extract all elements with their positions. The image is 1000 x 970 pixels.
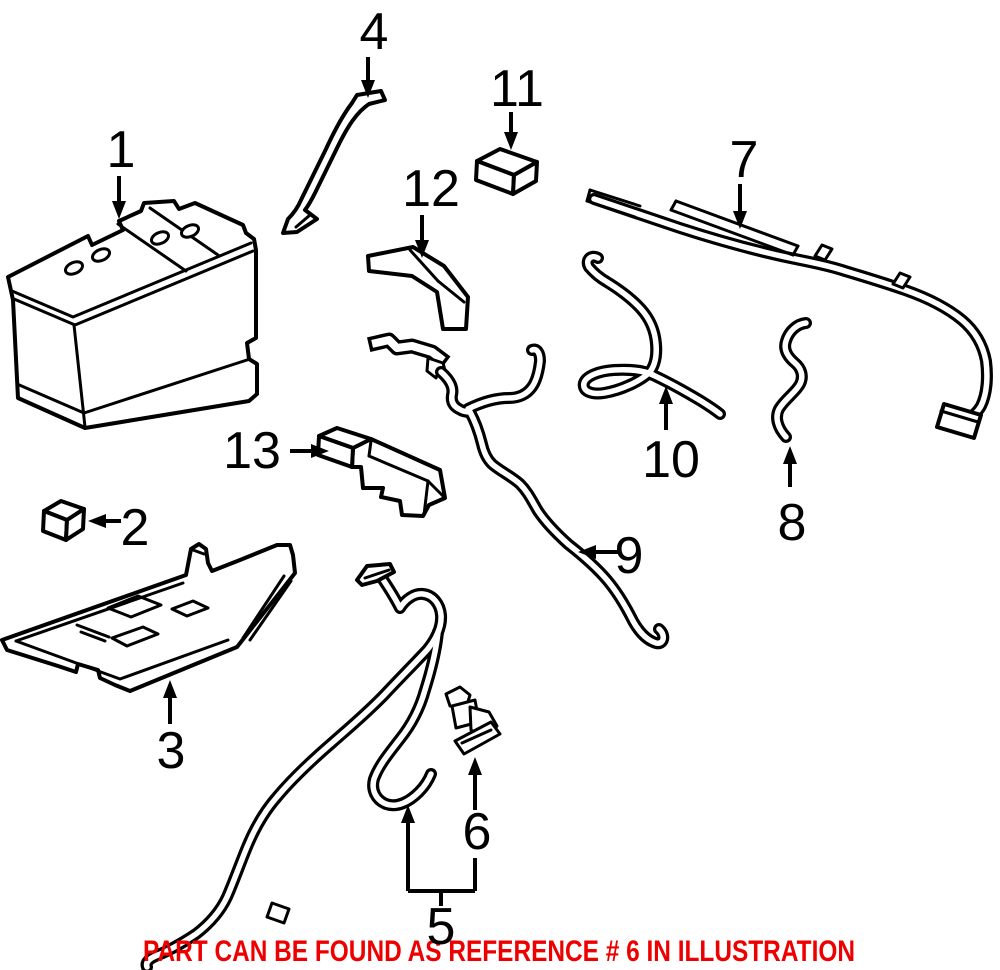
strap-bracket-illustration	[281, 89, 387, 235]
cable-5-illustration	[140, 562, 448, 970]
cable-10-loop-inner	[581, 367, 656, 397]
battery-cap-3	[149, 230, 171, 246]
bracket-13-arm	[350, 437, 447, 518]
callout-label-10: 10	[642, 431, 700, 489]
bracket-13-illustration	[316, 426, 447, 518]
tray-ridge-2	[79, 630, 107, 643]
cable-5-main-inner	[143, 575, 444, 970]
block-11-side	[511, 160, 539, 196]
callout-11-arrow	[504, 112, 518, 150]
battery-tray-illustration	[0, 542, 297, 693]
reference-note: PART CAN BE FOUND AS REFERENCE # 6 IN IL…	[143, 935, 855, 968]
tray-outline	[0, 542, 297, 693]
tray-ridge-1	[75, 623, 111, 639]
callout-label-4: 4	[360, 3, 389, 61]
callout-7-arrow	[733, 184, 747, 229]
cable-7-inner	[591, 196, 990, 422]
tray-slot-2	[170, 599, 210, 618]
cable-8-inner	[774, 320, 809, 440]
callout-label-9: 9	[615, 527, 644, 585]
cable-7-outer	[588, 193, 993, 425]
cable-5-clip-tab	[265, 901, 291, 925]
cable-8-illustration	[771, 317, 812, 443]
callout-5-6-bracket	[401, 757, 482, 906]
battery-illustration	[6, 199, 259, 430]
battery-lid-rim-1	[10, 241, 253, 319]
cable-7-flag-top	[588, 188, 642, 208]
cable-10-branch-inner	[650, 372, 723, 417]
bracket-12-illustration	[366, 245, 470, 331]
callout-8-arrow	[783, 446, 797, 487]
battery-outline	[6, 199, 259, 430]
callout-label-5: 5	[427, 898, 456, 956]
cable-9-branch-inner	[465, 346, 543, 412]
cable-7-cover-bottom	[669, 208, 795, 257]
callout-label-3: 3	[157, 722, 186, 780]
tray-slot-1	[106, 594, 163, 619]
cable-9-lead-inner	[438, 369, 473, 415]
cable-7-cover-cap-right	[791, 244, 800, 257]
bracket-13-fold-1	[367, 439, 373, 458]
battery-cap-4	[179, 223, 201, 239]
callout-label-2: 2	[121, 499, 150, 557]
tray-wall-line-1	[241, 574, 286, 640]
tray-wall-line-2	[248, 579, 293, 642]
tray-slot-3	[110, 625, 160, 648]
battery-front-corner	[72, 323, 87, 429]
clip-6-line	[460, 728, 493, 745]
callout-4-arrow	[361, 57, 375, 98]
callout-label-12: 12	[402, 160, 460, 218]
callout-10-arrow	[659, 386, 673, 430]
bracket-12-outline	[366, 245, 470, 331]
callout-label-6: 6	[463, 803, 492, 861]
callout-12-arrow	[415, 215, 429, 258]
callout-label-11: 11	[490, 60, 544, 118]
block-2-illustration	[41, 499, 86, 542]
battery-cap-1	[63, 260, 85, 276]
cable-9-main-inner	[467, 409, 666, 646]
callout-3-arrow	[163, 680, 177, 724]
cable-7-flag-cap	[585, 188, 592, 203]
cable-10-illustration	[577, 250, 726, 420]
bracket-13-fold-2	[367, 454, 430, 483]
cable-9-bracket-inner	[371, 336, 446, 364]
tray-back-inner	[14, 581, 185, 643]
cable-7-clip-1	[813, 243, 834, 262]
bracket-12-fold-1	[408, 248, 440, 283]
bracket-13-fold-3	[422, 479, 430, 517]
bracket-13-fold-4	[426, 479, 446, 499]
callout-label-1: 1	[107, 121, 136, 179]
block-2-side	[64, 507, 86, 542]
strap-outline	[281, 89, 387, 235]
cable-7-flag-bottom	[585, 199, 637, 219]
cable-7-clip-2	[891, 271, 912, 290]
block-11-illustration	[474, 147, 539, 196]
strap-foot-line	[294, 213, 312, 229]
battery-cover-strip-1	[116, 222, 188, 273]
cable-7-illustration	[585, 188, 993, 440]
callout-1-arrow	[112, 176, 126, 219]
cable-5-lug-line	[363, 568, 391, 580]
callout-9-arrow	[578, 545, 618, 559]
callout-2-arrow	[88, 514, 121, 528]
tray-inner-rim	[14, 638, 230, 681]
callout-label-13: 13	[223, 422, 281, 480]
cable-7-connector-line	[939, 409, 980, 424]
battery-cap-2	[90, 247, 112, 263]
cable-7-cover-top	[674, 199, 800, 248]
cable-7-cover-cap-left	[669, 199, 678, 212]
cable-10-main-inner	[584, 253, 659, 376]
cable-5-branch-inner	[370, 629, 441, 808]
cable-9-illustration	[367, 332, 670, 650]
clip-6-illustration	[444, 685, 502, 756]
bracket-12-fold-2	[436, 279, 466, 304]
callout-13-arrow	[290, 444, 329, 458]
tray-fin-line	[191, 548, 206, 556]
callout-label-8: 8	[778, 494, 807, 552]
callout-label-7: 7	[730, 131, 759, 189]
